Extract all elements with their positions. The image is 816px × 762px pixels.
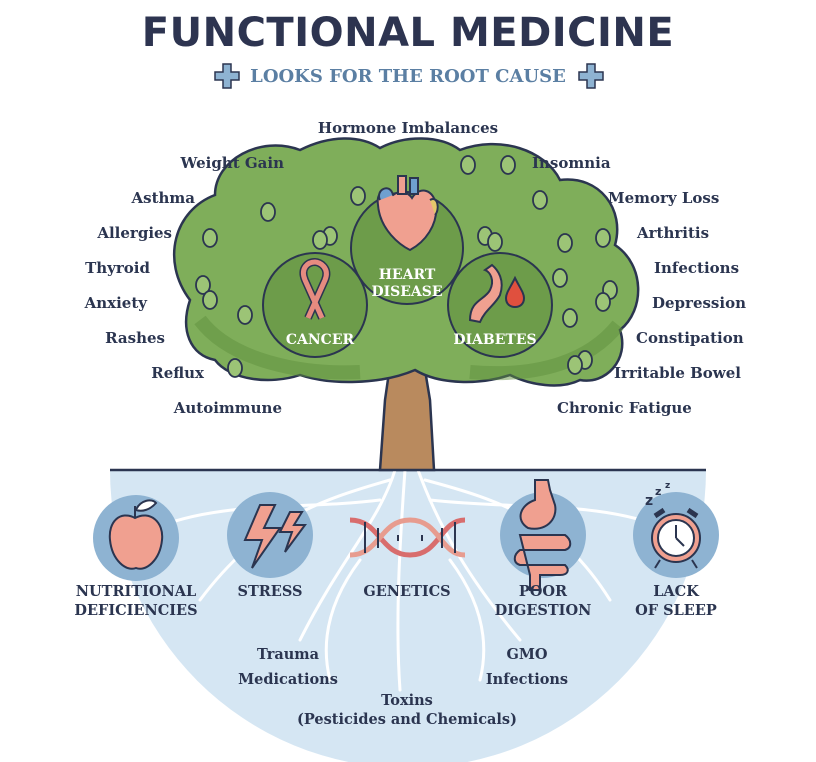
cross-icon-right — [578, 63, 604, 89]
symptom-label: Irritable Bowel — [614, 364, 741, 382]
symptom-label: Insomnia — [532, 154, 611, 172]
symptom-label: Hormone Imbalances — [317, 119, 499, 137]
symptom-label: Reflux — [151, 364, 204, 382]
cause-trauma: Trauma — [256, 646, 320, 663]
heart-icon — [376, 175, 439, 252]
svg-text:z: z — [655, 485, 661, 498]
cause-toxins-detail: (Pesticides and Chemicals) — [297, 711, 517, 728]
symptom-label: Rashes — [105, 329, 165, 347]
heart-disease-label: HEART DISEASE — [371, 267, 443, 300]
symptom-label: Memory Loss — [608, 189, 720, 207]
cause-medications: Medications — [238, 671, 338, 688]
symptom-label: Depression — [652, 294, 746, 312]
cause-label-stress: STRESS — [237, 583, 303, 600]
symptom-label: Allergies — [97, 224, 172, 242]
cause-label-genetics: GENETICS — [363, 583, 451, 600]
cancer-label: CANCER — [285, 332, 355, 348]
cause-gmo: GMO — [506, 646, 548, 663]
cause-label-sleep: LACK OF SLEEP — [635, 583, 717, 619]
ribbon-icon — [299, 257, 331, 320]
symptom-label: Anxiety — [84, 294, 147, 312]
dna-icon — [349, 517, 466, 558]
cause-infections: Infections — [485, 671, 569, 688]
svg-text:z: z — [665, 481, 670, 491]
symptom-label: Infections — [654, 259, 740, 277]
symptom-label: Weight Gain — [180, 154, 284, 172]
symptom-label: Autoimmune — [173, 399, 282, 417]
diabetes-label: DIABETES — [453, 332, 537, 348]
symptom-label: Asthma — [131, 189, 195, 207]
pancreas-icon — [468, 263, 526, 324]
page-subtitle: LOOKS FOR THE ROOT CAUSE — [250, 66, 566, 87]
apple-icon — [108, 499, 164, 570]
leaves — [195, 155, 618, 378]
cause-label-digestion: POOR DIGESTION — [494, 583, 592, 619]
alarm-clock-icon: z z z — [645, 481, 701, 569]
lightning-icon — [243, 504, 307, 569]
cause-toxins: Toxins — [381, 692, 433, 709]
cross-icon-left — [214, 63, 240, 89]
svg-text:z: z — [645, 493, 653, 509]
symptom-label: Arthritis — [637, 224, 710, 242]
symptom-label: Constipation — [636, 329, 744, 347]
stomach-icon — [513, 479, 572, 591]
cause-label-nutritional: NUTRITIONAL DEFICIENCIES — [74, 583, 198, 619]
symptom-label: Chronic Fatigue — [557, 399, 692, 417]
diabetes-circle — [447, 252, 553, 358]
symptom-label: Thyroid — [85, 259, 150, 277]
page-title: FUNCTIONAL MEDICINE — [141, 10, 675, 56]
